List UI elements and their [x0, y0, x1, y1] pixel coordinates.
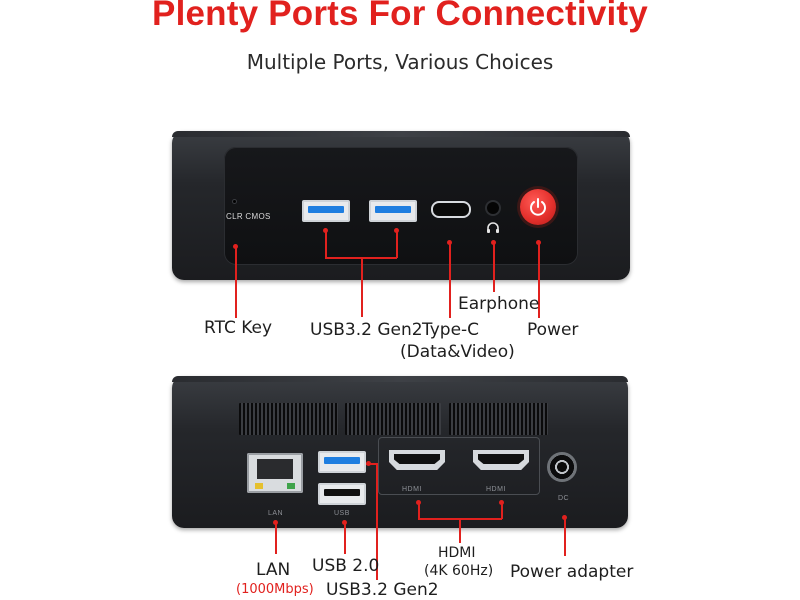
power-button[interactable] — [520, 189, 556, 225]
label-lan-speed: (1000Mbps) — [236, 582, 314, 597]
callout-line-hdmi — [459, 518, 461, 543]
callout-line-rtc — [235, 246, 237, 318]
headphone-icon — [485, 220, 501, 234]
callout-line-usb-1 — [325, 230, 327, 258]
back-usb20-port — [318, 483, 366, 505]
vent-1 — [239, 403, 338, 435]
hdmi-print-1: HDMI — [402, 486, 422, 493]
vent-3 — [449, 403, 548, 435]
label-power-adapter: Power adapter — [510, 562, 634, 582]
lan-print: LAN — [268, 510, 284, 517]
callout-line-usb32-back — [376, 463, 378, 580]
back-device-top-edge — [172, 376, 628, 382]
label-usb20: USB 2.0 — [312, 556, 380, 576]
back-usb32-port — [318, 451, 366, 473]
callout-line-hdmi-2 — [501, 502, 503, 519]
label-typec-detail: (Data&Video) — [400, 342, 515, 362]
hdmi-print-2: HDMI — [486, 486, 506, 493]
front-device-top-edge — [172, 131, 630, 137]
earphone-jack — [487, 202, 499, 214]
hdmi-port-1 — [389, 450, 445, 470]
callout-line-lan — [275, 522, 277, 554]
vent-2 — [345, 403, 441, 435]
callout-line-usb — [361, 257, 363, 317]
lan-port — [247, 453, 303, 493]
label-hdmi: HDMI — [438, 545, 476, 561]
label-typec: Type-C — [422, 320, 480, 340]
typec-port — [431, 201, 471, 218]
dc-print: DC — [558, 495, 570, 502]
callout-line-hdmi-1 — [418, 502, 420, 519]
callout-line-dc — [564, 517, 566, 556]
callout-elbow-usb32-back — [366, 463, 378, 465]
subheadline: Multiple Ports, Various Choices — [246, 50, 554, 74]
label-rtc-key: RTC Key — [204, 318, 273, 338]
callout-line-usb-2 — [396, 230, 398, 258]
callout-line-usb20 — [344, 522, 346, 554]
usb-print: USB — [334, 510, 350, 517]
power-symbol-icon — [530, 198, 546, 216]
headline: Plenty Ports For Connectivity — [152, 0, 648, 33]
front-usb-port-1 — [302, 200, 350, 222]
clr-cmos-print: CLR CMOS — [226, 212, 271, 221]
label-earphone: Earphone — [458, 294, 540, 314]
front-usb-port-2 — [369, 200, 417, 222]
callout-line-power — [538, 242, 540, 318]
label-hdmi-detail: (4K 60Hz) — [424, 563, 494, 579]
callout-line-earphone — [493, 242, 495, 292]
label-usb32-gen2-front: USB3.2 Gen2 — [310, 320, 423, 340]
clr-cmos-hole — [233, 200, 236, 203]
label-usb32-gen2-back: USB3.2 Gen2 — [326, 580, 439, 600]
label-power: Power — [527, 320, 579, 340]
hdmi-port-2 — [473, 450, 529, 470]
dc-jack — [547, 452, 577, 482]
label-lan: LAN — [256, 560, 291, 580]
callout-line-typec — [449, 242, 451, 318]
